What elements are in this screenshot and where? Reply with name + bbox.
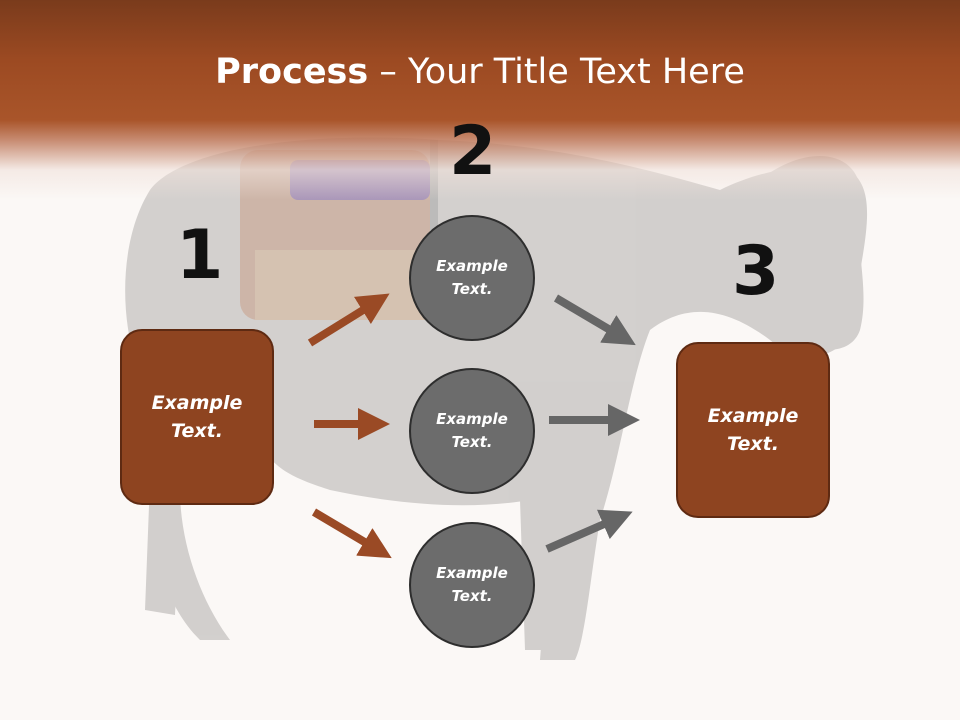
step-number-2: 2: [449, 112, 497, 191]
right-box-text: Example Text.: [707, 404, 799, 456]
arrow-bottom-to-right: [545, 509, 633, 553]
slide-title: Process – Your Title Text Here: [0, 52, 960, 92]
step-number-1: 1: [176, 216, 224, 295]
arrow-left-to-top: [307, 293, 390, 347]
circle-top: Example Text.: [409, 215, 535, 341]
circle-top-text: Example Text.: [436, 256, 508, 298]
circle-bottom-text: Example Text.: [436, 563, 508, 605]
left-box: Example Text.: [120, 329, 274, 505]
arrow-top-to-right: [553, 294, 636, 346]
right-box: Example Text.: [676, 342, 830, 518]
step-number-3: 3: [732, 232, 780, 311]
circle-middle: Example Text.: [409, 368, 535, 494]
title-rest: – Your Title Text Here: [368, 52, 745, 92]
title-bold: Process: [215, 52, 369, 92]
left-box-text: Example Text.: [151, 391, 243, 443]
circle-bottom: Example Text.: [409, 522, 535, 648]
arrow-left-to-bottom: [311, 508, 392, 559]
circle-middle-text: Example Text.: [436, 409, 508, 451]
title-band: [0, 0, 960, 200]
